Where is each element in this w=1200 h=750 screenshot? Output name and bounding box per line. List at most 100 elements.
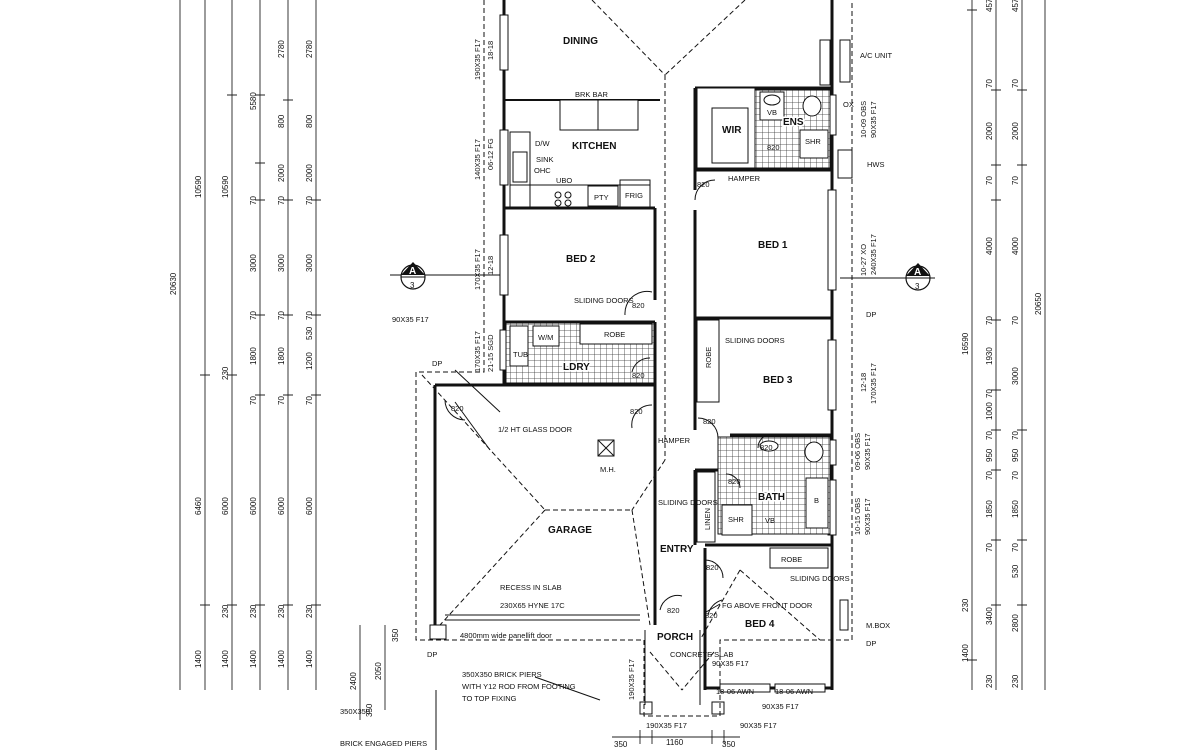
svg-text:240X35 F17: 240X35 F17 [869, 234, 878, 275]
dim-70-f: 70 [305, 311, 314, 320]
dim-70-b: 70 [277, 196, 286, 205]
dim-800-a: 800 [277, 114, 286, 128]
dim-70-h: 70 [277, 396, 286, 405]
note-piers-2: WITH Y12 ROD FROM FOOTING [462, 682, 576, 691]
svg-text:350: 350 [391, 628, 400, 642]
dim-2000-b: 2000 [305, 164, 314, 182]
svg-text:170X35 F17: 170X35 F17 [473, 249, 482, 290]
svg-text:820: 820 [728, 477, 741, 486]
svg-text:190X35 F17: 190X35 F17 [646, 721, 687, 730]
dim-r-70-h: 70 [985, 431, 994, 440]
dim-r-70-j: 70 [985, 471, 994, 480]
dim-r-70-k: 70 [1011, 471, 1020, 480]
dim-70-g: 70 [249, 396, 258, 405]
label-robe-bed2: ROBE [604, 330, 625, 339]
label-dp-4: DP [427, 650, 437, 659]
label-ubo: UBO [556, 176, 572, 185]
room-garage: GARAGE [548, 525, 592, 536]
dim-r-20650: 20650 [1034, 292, 1043, 315]
note-sliding-bed2: SLIDING DOORS [574, 296, 634, 305]
dim-1400-c: 1400 [249, 650, 258, 668]
dim-r-1930: 1930 [985, 347, 994, 365]
label-mh: M.H. [600, 465, 616, 474]
room-kitchen: KITCHEN [572, 141, 616, 152]
windows [499, 14, 853, 693]
svg-text:12-18: 12-18 [859, 373, 868, 392]
svg-text:820: 820 [697, 180, 710, 189]
window-labels: 18-18 06-12 FG 12-18 21-15 SGD 10-09 OBS… [486, 41, 868, 696]
svg-text:10-27 XO: 10-27 XO [859, 244, 868, 276]
svg-text:18-06 AWN: 18-06 AWN [716, 687, 754, 696]
dimensions-right: 16590 20650 4570 4570 70 70 2000 2000 70… [961, 0, 1046, 690]
section-letter-right: A [914, 267, 921, 278]
dim-r-1000: 1000 [985, 402, 994, 420]
label-hws: HWS [867, 160, 885, 169]
svg-text:21-15 SGD: 21-15 SGD [486, 334, 495, 372]
dim-70-c: 70 [305, 196, 314, 205]
door-sizes: 820 820 820 820 820 820 820 820 820 820 … [451, 143, 780, 620]
dim-6000-d: 6000 [305, 497, 314, 515]
dim-70-e: 70 [277, 311, 286, 320]
dim-r-4000-a: 4000 [985, 237, 994, 255]
dim-1200: 1200 [305, 352, 314, 370]
room-laundry: LDRY [563, 362, 590, 373]
dim-r-3400: 3400 [985, 607, 994, 625]
note-sliding-entry: SLIDING DOORS [658, 498, 718, 507]
dim-3000-b: 3000 [277, 254, 286, 272]
room-bed-1: BED 1 [758, 240, 788, 251]
dim-10590-a: 10590 [194, 175, 203, 198]
dim-r-70-l: 70 [985, 543, 994, 552]
label-dp-2: DP [866, 310, 876, 319]
svg-text:820: 820 [703, 417, 716, 426]
bottom-dims: 350 1160 350 2400 2050 350 350 [349, 628, 736, 749]
dim-6000-b: 6000 [249, 497, 258, 515]
dim-r-70-e: 70 [985, 316, 994, 325]
breakfast-bar [559, 99, 639, 131]
dim-530: 530 [305, 326, 314, 340]
note-recess: RECESS IN SLAB [500, 583, 562, 592]
door-swings [444, 179, 773, 616]
note-half-glass: 1/2 HT GLASS DOOR [498, 425, 573, 434]
dim-1400-e: 1400 [305, 650, 314, 668]
dim-6460: 6460 [194, 497, 203, 515]
dim-r-70-a: 70 [985, 79, 994, 88]
room-labels: DINING KITCHEN BED 2 BED 1 BED 3 BED 4 G… [548, 36, 805, 643]
dim-230-d: 230 [277, 604, 286, 618]
room-wir: WIR [722, 125, 742, 136]
dim-r-530: 530 [1011, 564, 1020, 578]
label-hamper-1: HAMPER [728, 174, 761, 183]
dim-1400-b: 1400 [221, 650, 230, 668]
dim-r-70-m: 70 [1011, 543, 1020, 552]
label-vb-bath: VB [765, 516, 775, 525]
wet-fixtures [509, 39, 851, 569]
dim-3000-c: 3000 [305, 254, 314, 272]
svg-text:10-15 OBS: 10-15 OBS [853, 498, 862, 535]
label-sink: SINK [536, 155, 554, 164]
room-bed-3: BED 3 [763, 375, 793, 386]
dim-5580: 5580 [249, 92, 258, 110]
dim-r-2000-b: 2000 [1011, 122, 1020, 140]
dim-1800-a: 1800 [249, 347, 258, 365]
dim-r-950-b: 950 [1011, 448, 1020, 462]
label-shr-ens: SHR [805, 137, 821, 146]
label-ohc: OHC [534, 166, 551, 175]
bottom-details [359, 369, 740, 750]
note-panellift: 4800mm wide panellift door [460, 631, 552, 640]
svg-text:350: 350 [722, 740, 736, 749]
dim-r-230-c: 230 [1011, 674, 1020, 688]
svg-text:820: 820 [706, 563, 719, 572]
dim-r-70-i: 70 [1011, 431, 1020, 440]
svg-text:06-12 FG: 06-12 FG [486, 138, 495, 170]
dim-r-4570-b: 4570 [1011, 0, 1020, 12]
kitchen-benches [509, 131, 651, 208]
dim-2780-b: 2780 [305, 40, 314, 58]
svg-text:90X35 F17: 90X35 F17 [712, 659, 749, 668]
dimensions-left: 20630 10590 10590 6460 6000 6000 6000 60… [169, 0, 321, 690]
dim-r-4000-b: 4000 [1011, 237, 1020, 255]
svg-text:190X35 F17: 190X35 F17 [627, 659, 636, 700]
svg-text:190X35 F17: 190X35 F17 [473, 39, 482, 80]
dim-r-70-f: 70 [1011, 316, 1020, 325]
svg-text:2400: 2400 [349, 672, 358, 690]
dim-1400-a: 1400 [194, 650, 203, 668]
